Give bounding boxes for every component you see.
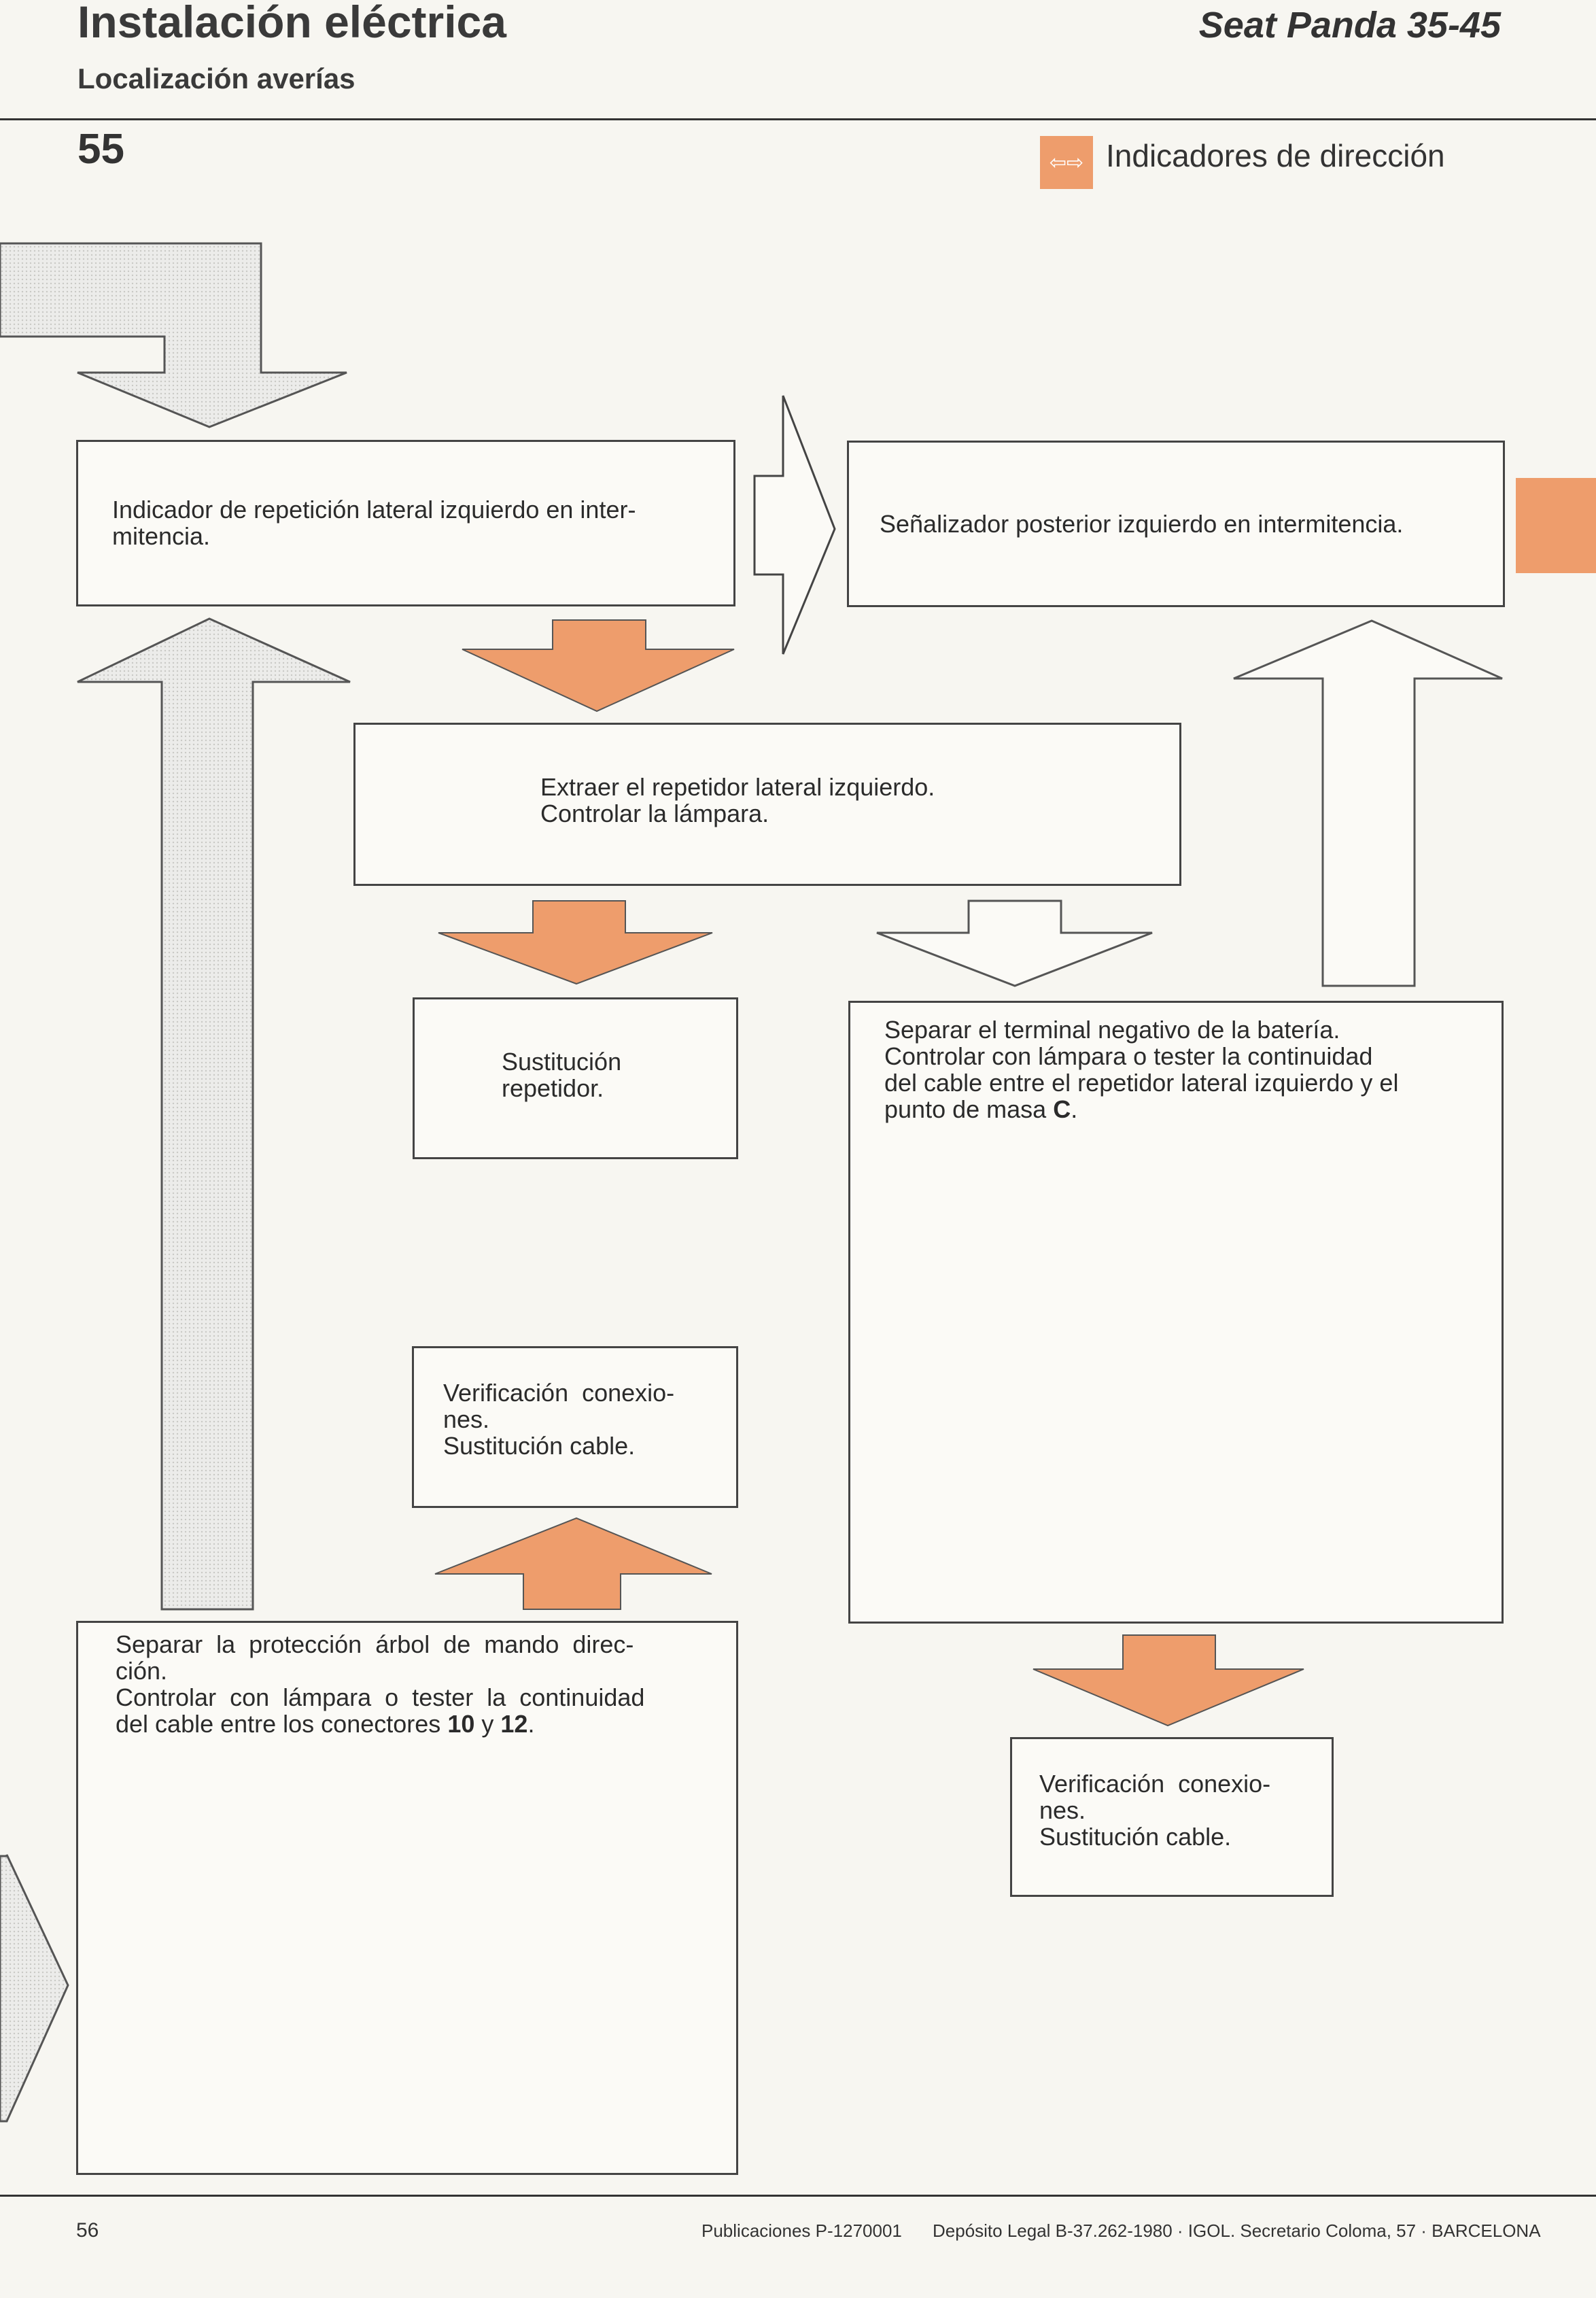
orange-arrow-down-box3 [462,619,735,713]
connector-12-ref: 12 [500,1710,528,1738]
step-box-check-lamp: Extraer el repetidor lateral izquierdo. … [353,723,1181,886]
step-box-ground-continuity: Separar el terminal negativo de la bater… [848,1001,1504,1624]
step-box-steering-continuity: Separar la protección árbol de mando dir… [76,1621,738,2175]
footer-rule [0,2195,1596,2197]
turn-signal-icon: ⇦⇨ [1040,136,1093,189]
step-text-check-lamp: Extraer el repetidor lateral izquierdo. … [540,773,935,827]
step-text-verify-connections-right: Verificación conexio- nes. Sustitución c… [1039,1770,1271,1851]
step-box-lateral-repeater: Indicador de repetición lateral izquierd… [76,440,735,606]
page-title: Instalación eléctrica [77,0,506,47]
orange-arrow-down-box4 [438,900,713,985]
step-text-steering-continuity: Separar la protección árbol de mando dir… [116,1630,645,1738]
step-box-verify-connections-right: Verificación conexio- nes. Sustitución c… [1010,1737,1334,1897]
step-text-lateral-repeater: Indicador de repetición lateral izquierd… [112,496,636,550]
orange-arrow-down-box8 [1033,1634,1304,1727]
step-text-verify-connections-left: Verificación conexio- nes. Sustitución c… [443,1379,675,1460]
vehicle-model: Seat Panda 35-45 [1198,5,1501,46]
white-arrow-down-box5 [876,899,1153,987]
ground-point-ref: C [1053,1095,1071,1123]
footer-legal: Depósito Legal B-37.262-1980 · IGOL. Sec… [933,2220,1541,2241]
section-tab-marker [1516,478,1596,573]
connector-10-ref: 10 [447,1710,475,1738]
arrow-right-box1-box2 [753,395,836,655]
step-box-verify-connections-left: Verificación conexio- nes. Sustitución c… [412,1346,738,1508]
step-box-rear-signal: Señalizador posterior izquierdo en inter… [847,441,1505,607]
orange-arrow-up-box6 [434,1517,712,1610]
section-number: 55 [77,126,124,173]
header-rule [0,118,1596,120]
gray-arrow-up-right [1233,619,1503,987]
step-text-replace-repeater: Sustitución repetidor. [502,1048,622,1102]
page-subtitle: Localización averías [77,63,355,95]
gray-arrow-entry [0,242,347,428]
step-box-replace-repeater: Sustitución repetidor. [413,997,738,1159]
gray-arrow-up-left [77,617,351,1611]
step-text-rear-signal: Señalizador posterior izquierdo en inter… [880,510,1404,538]
gray-arrow-right-edge [0,1854,69,2123]
section-title: Indicadores de dirección [1106,138,1445,173]
footer-page-number: 56 [76,2219,99,2242]
step-text-ground-continuity: Separar el terminal negativo de la bater… [884,1016,1399,1123]
footer-publication: Publicaciones P-1270001 [701,2220,902,2241]
